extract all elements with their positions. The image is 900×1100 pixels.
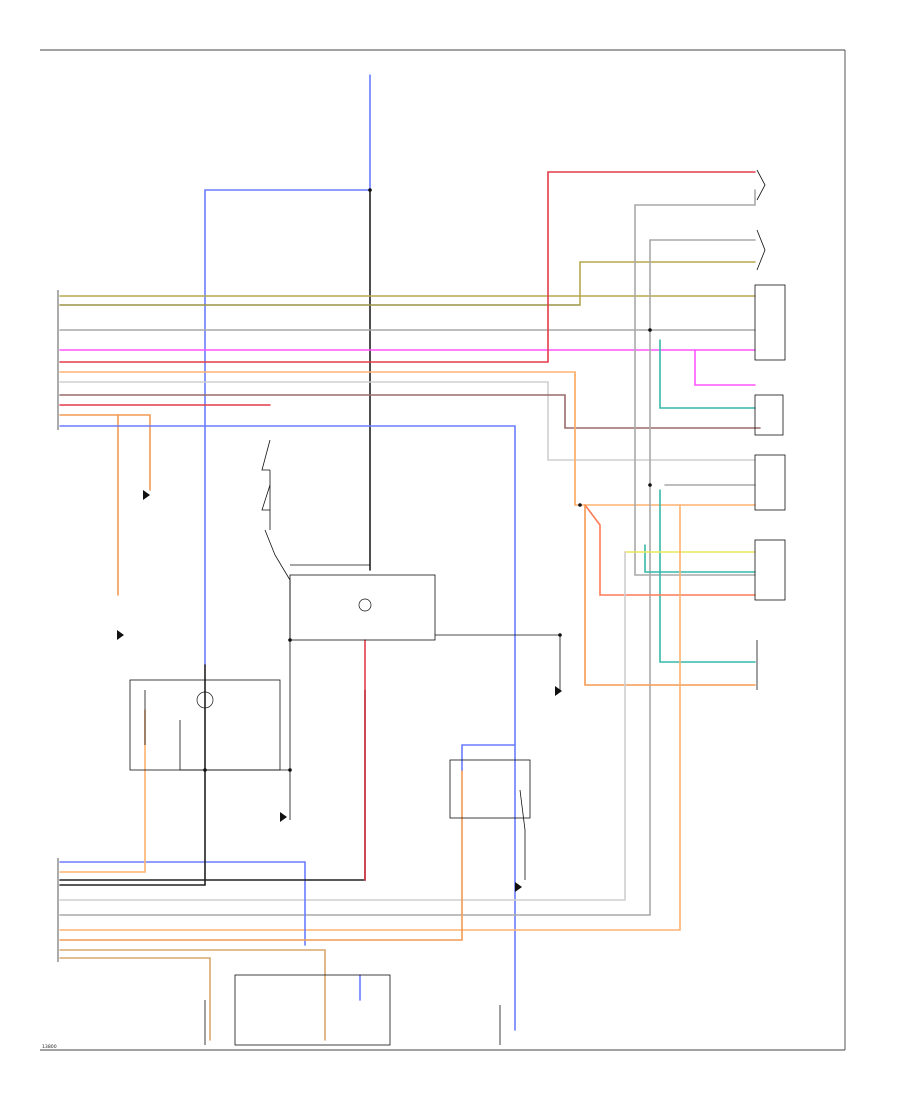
black-circuit [57,169,786,1046]
lamp-symbol [358,598,372,612]
wire-orange-right-1 [584,504,756,596]
wire-blue-lower [59,861,306,946]
wire-teal-1 [659,339,756,409]
module-2 [754,454,786,511]
wire-orange-lower-3 [59,957,211,1041]
wire-teal-3 [659,489,756,663]
wire-pink-right [694,349,756,386]
wire-gray-right-2 [634,204,756,576]
wire-lightgray-bus [59,381,756,461]
wire-blue-lower-2 [461,744,516,771]
wire-black-lower-2 [59,689,366,881]
wire-darkorange-lower-1 [59,769,463,941]
relay-box [289,574,436,641]
wire-orange-lower-2 [59,949,326,1041]
switch-box [449,759,531,819]
wire-blue-mid [59,425,516,1031]
wire-black-lower-1 [59,664,206,886]
wire-blue-top-feed [204,74,371,666]
wire-harness [59,74,761,1041]
module-3 [754,539,786,601]
ground-symbols [117,490,562,892]
footer-code: 13800 [42,1044,57,1050]
solenoid-box [234,974,391,1046]
wire-orange-right-4 [59,504,681,931]
wire-olive-right [579,261,756,306]
wire-orange-lower [59,709,146,873]
wire-orange-sensor-2 [117,414,151,491]
module-1 [754,284,786,361]
wire-red-bus [59,171,756,363]
diagram-frame [40,49,846,1051]
wire-orange-right-2 [584,504,756,686]
wire-orange-sensor [59,414,119,596]
wire-gray-right-4 [59,239,651,916]
module-4 [754,394,784,436]
wire-brown-bus [59,394,761,429]
wire-gray-right-1 [634,189,756,206]
wire-gray-right-5 [59,551,626,901]
wire-teal-2 [644,544,756,573]
